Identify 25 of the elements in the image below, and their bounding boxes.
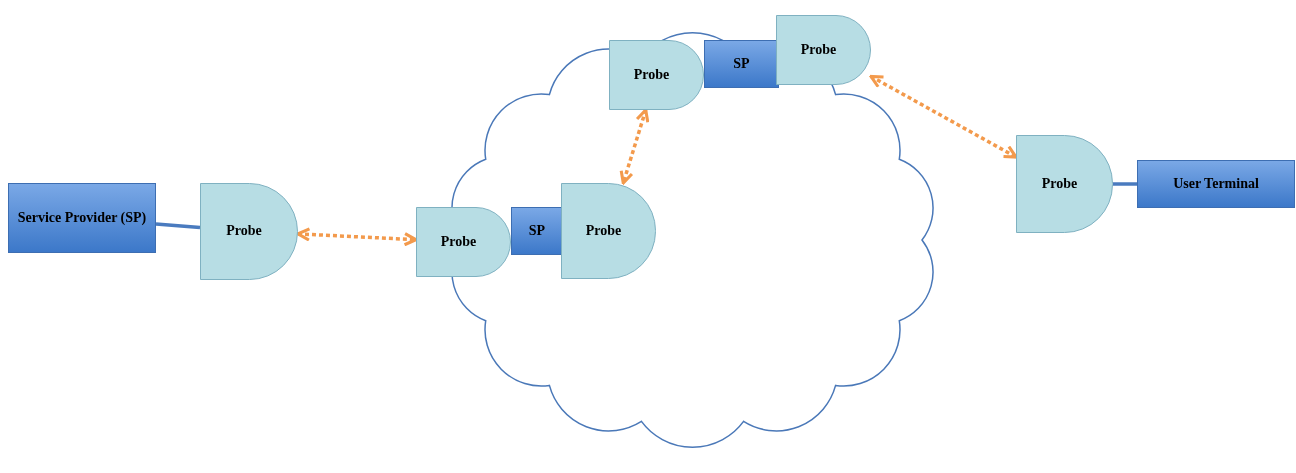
node-label: Service Provider (SP) <box>16 209 148 227</box>
process-box <box>704 40 779 88</box>
node-label: SP <box>527 222 547 240</box>
node-label: SP <box>732 55 751 73</box>
node-label: Probe <box>225 223 263 240</box>
probe-shape <box>416 207 511 277</box>
probe-shape <box>200 183 298 280</box>
probe-shape <box>776 15 871 85</box>
node-label: Probe <box>799 41 838 59</box>
double-arrow <box>869 74 1018 159</box>
probe-shape <box>1016 135 1113 233</box>
node-label: Probe <box>632 66 671 84</box>
node-label: Probe <box>584 222 623 240</box>
double-arrow <box>296 227 418 247</box>
process-box <box>1137 160 1295 208</box>
process-box <box>511 207 563 255</box>
node-label: Probe <box>439 233 478 251</box>
node-label: User Terminal <box>1172 175 1260 193</box>
connector-line <box>155 222 201 230</box>
probe-shape <box>561 183 656 279</box>
probe-shape <box>609 40 704 110</box>
connector-line <box>1113 182 1137 186</box>
process-box <box>8 183 156 253</box>
double-arrow <box>619 108 650 185</box>
node-label: Probe <box>1040 175 1079 193</box>
